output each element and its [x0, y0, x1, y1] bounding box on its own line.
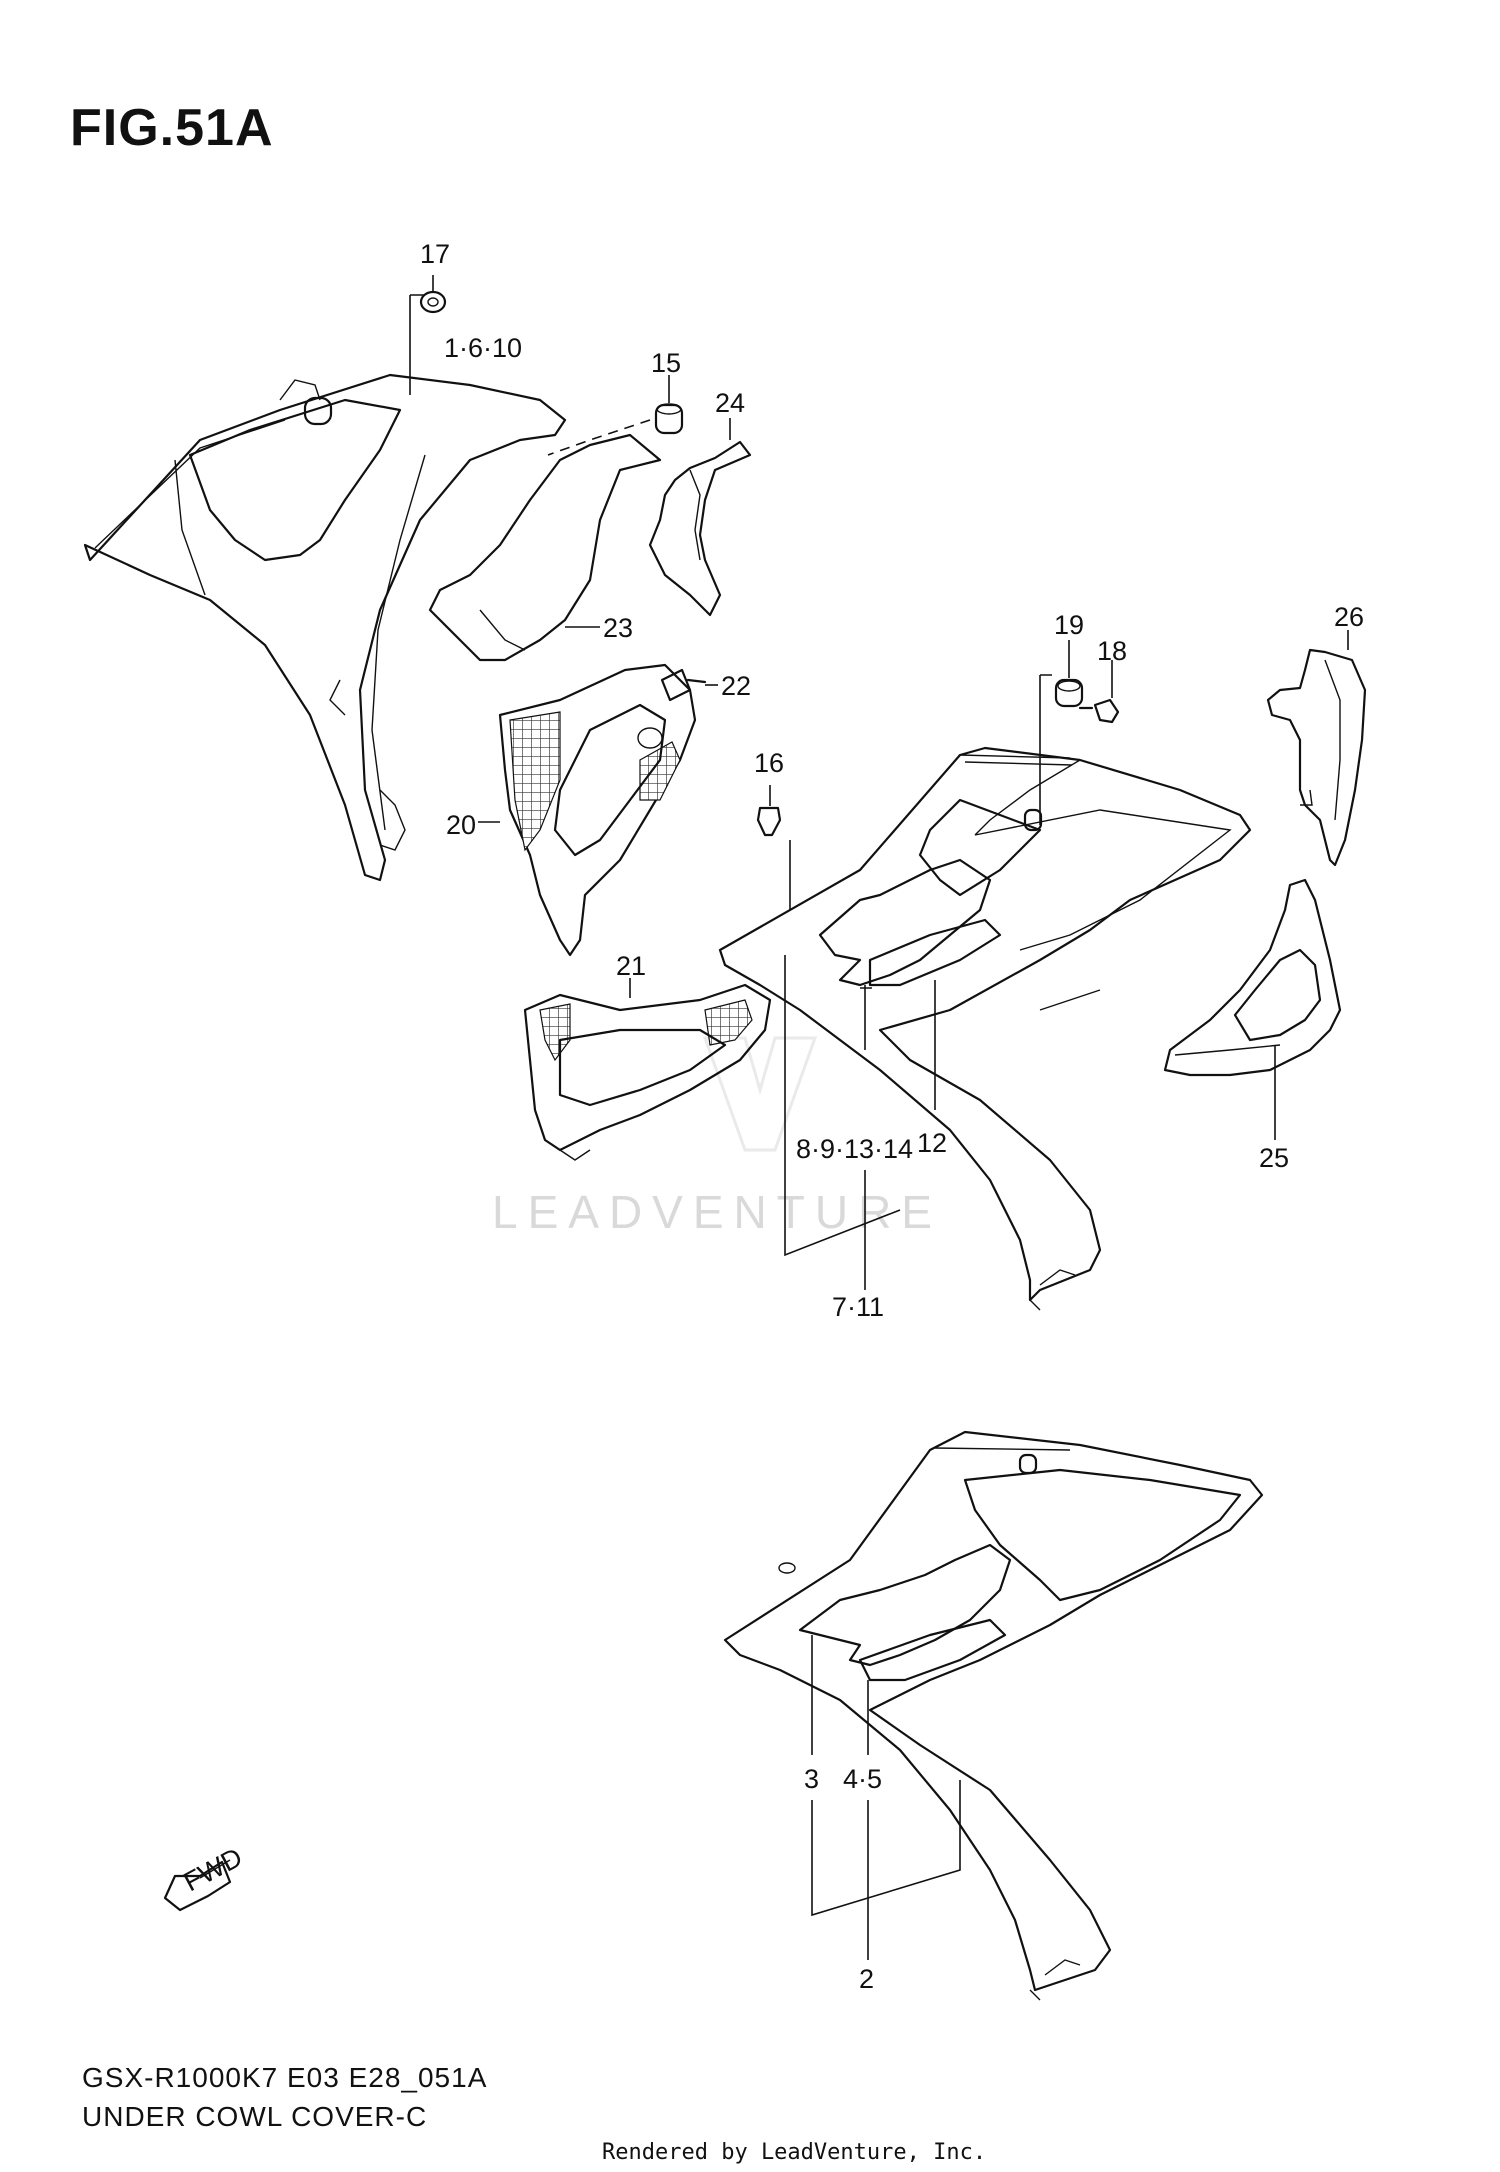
callout-25: 25	[1259, 1143, 1289, 1173]
watermark-logo	[702, 1036, 818, 1152]
grommet-15-a	[303, 396, 333, 426]
cover-part-24	[648, 440, 752, 617]
screw-part-18	[1078, 698, 1120, 724]
callout-18: 18	[1097, 636, 1127, 666]
callout-1-6-10: 1·6·10	[444, 333, 522, 363]
callout-21: 21	[616, 951, 646, 981]
callout-16: 16	[754, 748, 784, 778]
callout-12: 12	[917, 1128, 947, 1158]
watermark-text: LEADVENTURE	[492, 1186, 942, 1238]
mesh-panel-part-21	[523, 983, 772, 1161]
side-cowling-part-1	[83, 373, 567, 882]
bracket-part-26	[1266, 648, 1367, 867]
grommet-part-15	[654, 403, 684, 435]
callout-26: 26	[1334, 602, 1364, 632]
side-panel-part-25	[1163, 878, 1342, 1077]
mesh-panel-part-20	[498, 663, 697, 957]
model-code: GSX-R1000K7 E03 E28_051A	[82, 2062, 488, 2093]
section-name: UNDER COWL COVER-C	[82, 2101, 428, 2132]
figure-title: FIG.51A	[70, 99, 274, 157]
callout-24: 24	[715, 388, 745, 418]
callout-2: 2	[859, 1964, 874, 1994]
rendered-by-credit: Rendered by LeadVenture, Inc.	[602, 2140, 987, 2165]
callout-3: 3	[804, 1764, 819, 1794]
callout-23: 23	[603, 613, 633, 643]
callout-4-5: 4·5	[843, 1764, 882, 1794]
callout-7-11: 7·11	[832, 1292, 884, 1322]
grommet-part-19	[1054, 678, 1084, 708]
clip-part-16	[756, 806, 782, 837]
callout-19: 19	[1054, 610, 1084, 640]
callout-20: 20	[446, 810, 476, 840]
callout-22: 22	[721, 671, 751, 701]
callout-17: 17	[420, 239, 450, 269]
under-cowl-part-2	[723, 1430, 1264, 2001]
callout-15: 15	[651, 348, 681, 378]
under-cowl-part-7	[718, 746, 1252, 1311]
fwd-label: FWD	[179, 1842, 247, 1897]
fwd-arrow-icon	[163, 1859, 232, 1912]
callout-8-9-13-14: 8·9·13·14	[796, 1134, 913, 1164]
inner-panel-part-23	[428, 433, 662, 662]
